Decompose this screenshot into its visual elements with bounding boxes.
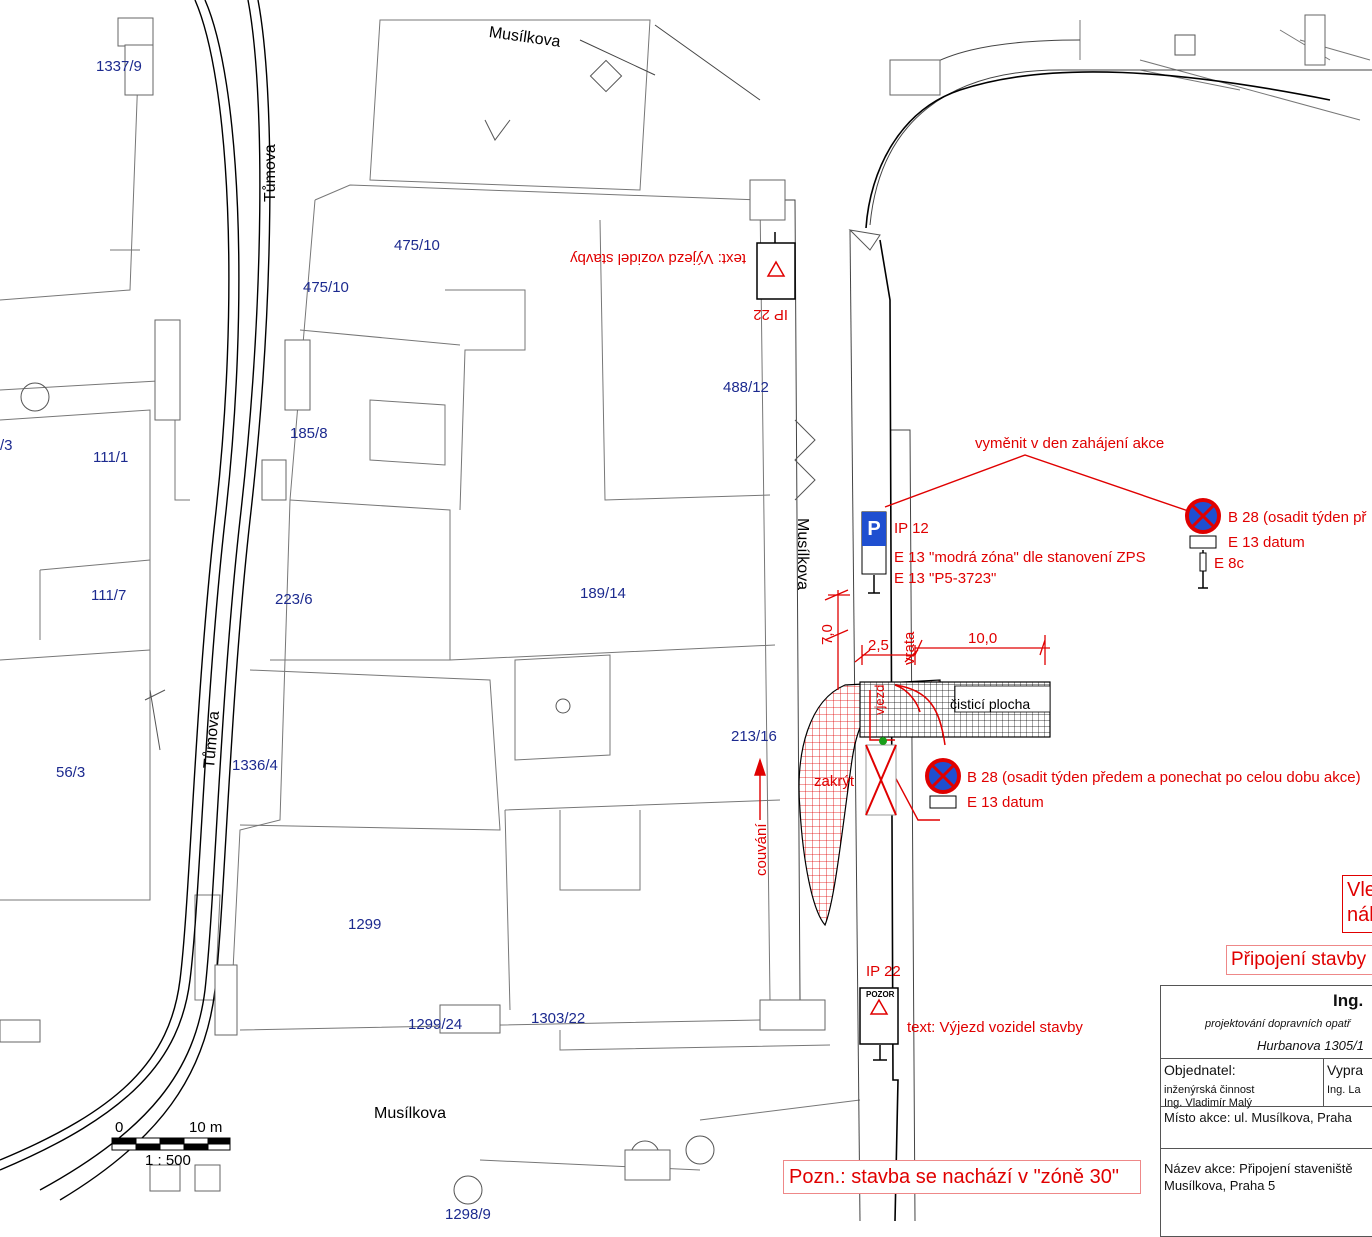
side-note-box: Vle nál xyxy=(1342,875,1372,933)
author-label: Vypra xyxy=(1327,1062,1364,1078)
client-label: Objednatel: xyxy=(1164,1062,1236,1078)
b28-sign-mid-icon xyxy=(925,758,961,809)
dimension-2-5-label: 2,5 xyxy=(868,637,889,654)
b28-sign-icon xyxy=(1185,498,1221,572)
removed-parking-sign xyxy=(865,744,897,816)
street-name: Musílkova xyxy=(794,518,811,591)
parcel-number: /3 xyxy=(0,437,13,454)
client-line-1: inženýrská činnost xyxy=(1164,1084,1255,1096)
e8c-label: E 8c xyxy=(1214,555,1245,572)
ip22-top-text: text: Výjezd vozidel stavby xyxy=(570,250,746,267)
scale-ten: 10 m xyxy=(189,1119,223,1136)
scale-bar xyxy=(111,1137,231,1151)
dimension-lines xyxy=(824,589,1050,690)
existing-signs xyxy=(0,14,1326,1192)
parcel-number: 213/16 xyxy=(731,728,777,745)
dimension-7-label: 7,0 xyxy=(819,624,836,645)
b28-right-label: B 28 (osadit týden př xyxy=(1228,509,1367,526)
gate-label: vrata xyxy=(901,631,918,665)
entry-label: vjezd xyxy=(872,684,887,715)
parcel-number: 1299 xyxy=(348,916,382,933)
e13-p5-label: E 13 "P5-3723" xyxy=(894,570,997,587)
parcel-number: 189/14 xyxy=(580,585,626,602)
vymenit-label: vyměnit v den zahájení akce xyxy=(975,435,1165,452)
scale-zero: 0 xyxy=(115,1119,124,1136)
ip12-parking-sign-icon: P xyxy=(861,511,887,575)
side-note-line: nál xyxy=(1347,904,1372,926)
sign-pozor-text: POZOR xyxy=(866,990,895,999)
b28-mid-label: B 28 (osadit týden předem a ponechat po … xyxy=(967,769,1361,786)
tram-lines xyxy=(0,0,271,1201)
author-name: Ing. La xyxy=(1327,1084,1361,1096)
e13-datum-right-label: E 13 datum xyxy=(1228,534,1305,551)
pripojeni-box: Připojení stavby xyxy=(1226,945,1372,975)
ip12-label: IP 12 xyxy=(894,520,929,537)
cover-label: zakrýt xyxy=(814,773,855,790)
street-name: Musílkova xyxy=(374,1105,447,1122)
reversing-label: couvání xyxy=(753,823,770,876)
side-note-line: Vle xyxy=(1347,879,1372,901)
parcel-number: 56/3 xyxy=(56,764,86,781)
zone-note-text: Pozn.: stavba se nachází v "zóně 30" xyxy=(789,1166,1119,1188)
ip22-top-label: IP 22 xyxy=(753,306,788,323)
project-name-line-2: Musílkova, Praha 5 xyxy=(1164,1178,1276,1193)
curb-line xyxy=(865,71,1331,1221)
parcel-number: 1299/24 xyxy=(408,1016,463,1033)
parcel-number: 475/10 xyxy=(394,237,440,254)
dimension-10-label: 10,0 xyxy=(968,630,998,647)
project-name-line-1: Název akce: Připojení staveniště xyxy=(1164,1161,1353,1176)
location-text: Místo akce: ul. Musílkova, Praha xyxy=(1164,1110,1352,1125)
green-point-icon xyxy=(879,737,887,745)
ip22-sign-top-icon xyxy=(756,242,796,300)
zone-note: Pozn.: stavba se nachází v "zóně 30" xyxy=(783,1160,1141,1194)
parcel-number: 1336/4 xyxy=(232,757,278,774)
client-line-2: Ing. Vladimír Malý xyxy=(1164,1097,1253,1109)
parcel-number: 1303/22 xyxy=(531,1010,586,1027)
pripojeni-text: Připojení stavby xyxy=(1231,949,1367,970)
ip22-bottom-text: text: Výjezd vozidel stavby xyxy=(907,1019,1083,1036)
cleaning-area-label: čisticí plocha xyxy=(950,696,1031,712)
parcel-number: 185/8 xyxy=(290,425,328,442)
parcel-number: 1298/9 xyxy=(445,1206,491,1223)
title-block: Ing. projektování dopravních opatř Hurba… xyxy=(1160,985,1372,1237)
parcel-number: 111/7 xyxy=(91,587,127,604)
parcel-number: 1337/9 xyxy=(96,58,142,75)
ip22-bottom-label: IP 22 xyxy=(866,963,901,980)
e13-datum-mid-label: E 13 datum xyxy=(967,794,1044,811)
company-address: Hurbanova 1305/1 xyxy=(1257,1038,1364,1053)
parcel-number: 475/10 xyxy=(303,279,349,296)
e13-modra-zona-label: E 13 "modrá zóna" dle stanovení ZPS xyxy=(894,549,1146,566)
company-subtitle: projektování dopravních opatř xyxy=(1205,1018,1351,1030)
ip22-sign-bottom-icon xyxy=(859,987,899,1045)
street-name: Tůmova xyxy=(262,144,279,202)
parcel-number: 111/1 xyxy=(93,449,129,466)
scale-ratio: 1 : 500 xyxy=(145,1152,191,1169)
parcel-number: 488/12 xyxy=(723,379,769,396)
parcel-number: 223/6 xyxy=(275,591,313,608)
company-name: Ing. xyxy=(1333,991,1364,1010)
svg-text:P: P xyxy=(867,518,880,540)
